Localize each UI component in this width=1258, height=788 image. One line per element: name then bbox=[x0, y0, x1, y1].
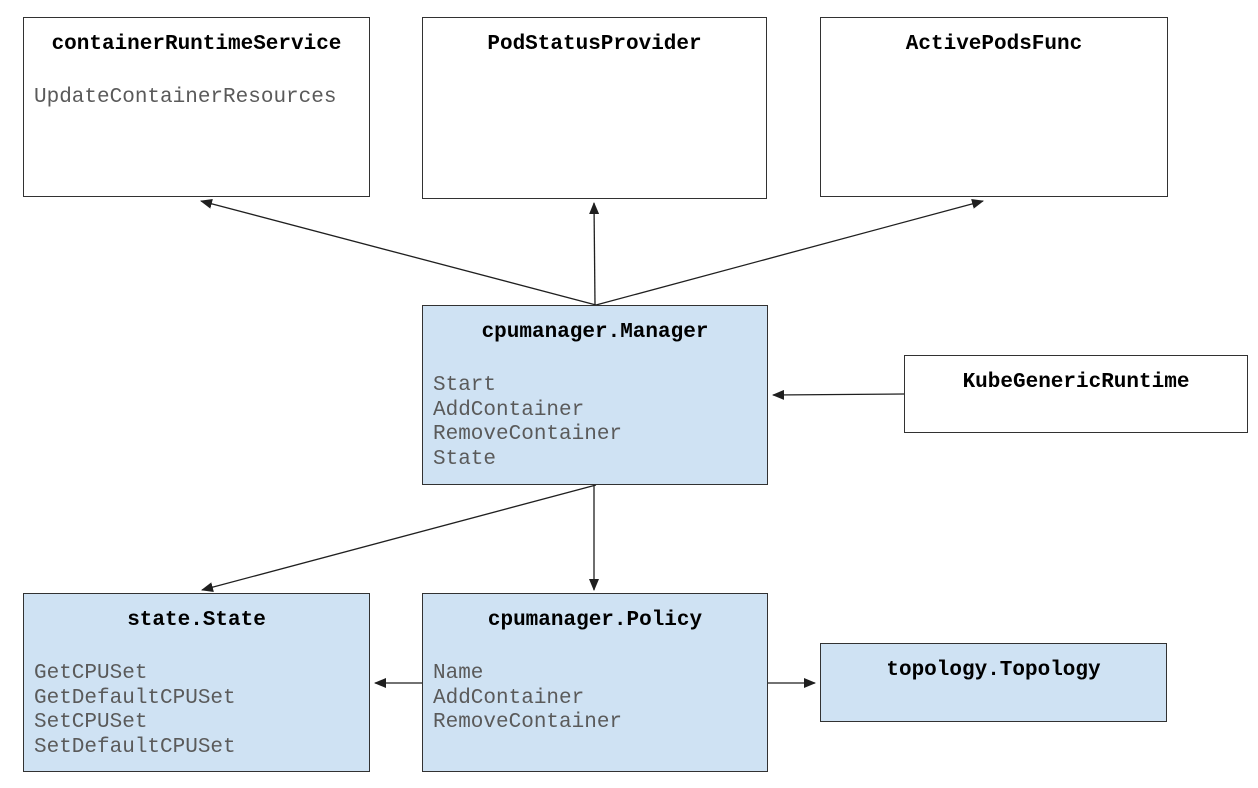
box-title: topology.Topology bbox=[886, 659, 1101, 682]
method-list: GetCPUSet GetDefaultCPUSet SetCPUSet Set… bbox=[24, 662, 369, 760]
method-list: UpdateContainerResources bbox=[24, 86, 369, 111]
method-label: Name bbox=[433, 662, 484, 685]
method-label: Start bbox=[433, 374, 497, 397]
box-container-runtime-service: containerRuntimeService UpdateContainerR… bbox=[23, 17, 370, 197]
box-title: PodStatusProvider bbox=[487, 33, 702, 56]
arrow-manager-to-active-pods-func bbox=[595, 199, 984, 306]
method-label: SetCPUSet bbox=[34, 711, 148, 734]
box-title: ActivePodsFunc bbox=[905, 33, 1083, 56]
method-label: AddContainer bbox=[433, 398, 585, 422]
method-label: AddContainer bbox=[433, 686, 585, 710]
box-active-pods-func: ActivePodsFunc bbox=[820, 17, 1168, 197]
arrow-manager-to-container-runtime-service bbox=[200, 198, 597, 306]
method-label: State bbox=[433, 447, 497, 471]
box-topology-topology: topology.Topology bbox=[820, 643, 1167, 722]
method-list: Name AddContainer RemoveContainer bbox=[423, 662, 767, 736]
box-title: containerRuntimeService bbox=[51, 33, 342, 56]
box-cpumanager-manager: cpumanager.Manager Start AddContainer Re… bbox=[422, 305, 768, 485]
box-cpumanager-policy: cpumanager.Policy Name AddContainer Remo… bbox=[422, 593, 768, 772]
box-title: KubeGenericRuntime bbox=[962, 371, 1190, 394]
method-label: RemoveContainer bbox=[433, 423, 623, 446]
method-label: UpdateContainerResources bbox=[34, 86, 337, 109]
method-list: Start AddContainer RemoveContainer State bbox=[423, 374, 767, 472]
method-label: RemoveContainer bbox=[433, 711, 623, 734]
box-title: cpumanager.Policy bbox=[487, 609, 703, 632]
box-title: cpumanager.Manager bbox=[481, 321, 709, 344]
box-pod-status-provider: PodStatusProvider bbox=[422, 17, 767, 199]
arrow-kube-generic-runtime-to-manager bbox=[772, 389, 905, 400]
method-label: GetCPUSet bbox=[34, 662, 148, 685]
box-title: state.State bbox=[127, 609, 266, 632]
method-label: SetDefaultCPUSet bbox=[34, 735, 236, 759]
box-state-state: state.State GetCPUSet GetDefaultCPUSet S… bbox=[23, 593, 370, 772]
arrow-manager-to-state-state bbox=[201, 484, 597, 592]
arrow-manager-to-pod-status-provider bbox=[589, 202, 600, 306]
box-kube-generic-runtime: KubeGenericRuntime bbox=[904, 355, 1248, 433]
method-label: GetDefaultCPUSet bbox=[34, 686, 236, 710]
